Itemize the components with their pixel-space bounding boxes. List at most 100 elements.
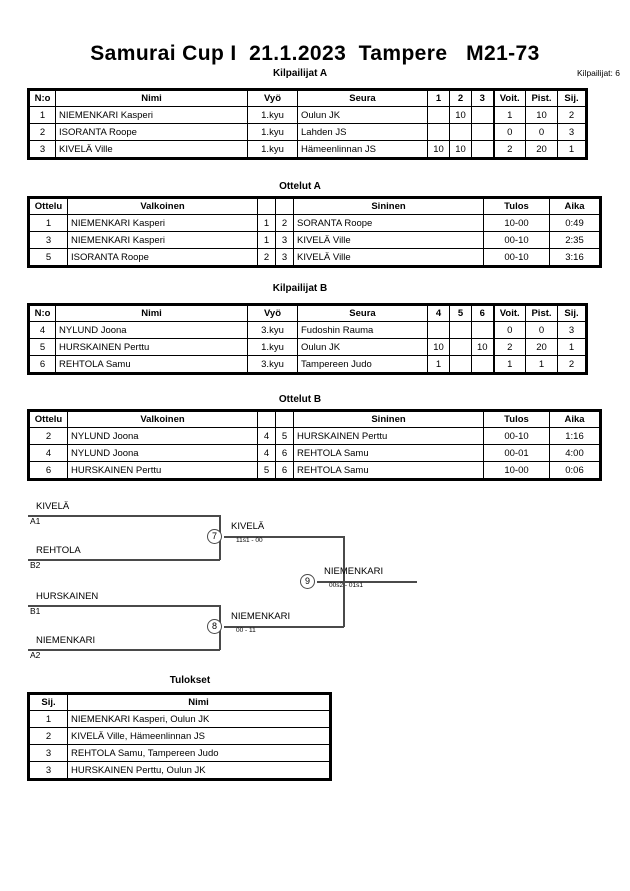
cell-time: 0:49	[549, 214, 600, 232]
cell-no: 3	[29, 140, 56, 158]
cell-blue: HURSKAINEN Perttu	[293, 427, 484, 445]
table-header-row: N:o Nimi Vyö Seura 4 5 6 Voit. Pist. Sij…	[29, 305, 586, 322]
cell-no: 4	[29, 321, 56, 339]
results-caption: Tulokset	[169, 675, 211, 686]
cell-m6: 10	[471, 338, 494, 356]
cell-white-no: 2	[257, 248, 276, 266]
col-m6: 6	[471, 305, 494, 322]
cell-match: 6	[29, 461, 68, 479]
col-white: Valkoinen	[67, 198, 258, 215]
cell-belt: 1.kyu	[247, 338, 298, 356]
cell-m2: 10	[449, 106, 472, 124]
cell-time: 1:16	[549, 427, 600, 445]
cell-wins: 0	[492, 321, 526, 339]
matches-a-table-box: Ottelu Valkoinen Sininen Tulos Aika 1 NI…	[27, 196, 602, 268]
table-header-row: N:o Nimi Vyö Seura 1 2 3 Voit. Pist. Sij…	[29, 90, 586, 107]
col-m4: 4	[427, 305, 450, 322]
cell-name: REHTOLA Samu	[55, 355, 248, 373]
cell-name: REHTOLA Samu, Tampereen Judo	[67, 744, 330, 762]
col-name: Nimi	[55, 305, 248, 322]
col-m1: 1	[427, 90, 450, 107]
cell-points: 10	[525, 106, 558, 124]
bracket-final-score: 00s2 - 01s1	[329, 582, 363, 589]
cell-name: KIVELÄ Ville	[55, 140, 248, 158]
pool-b-table-box: N:o Nimi Vyö Seura 4 5 6 Voit. Pist. Sij…	[27, 303, 588, 375]
col-match: Ottelu	[29, 198, 68, 215]
col-name: Nimi	[55, 90, 248, 107]
cell-m3	[471, 140, 494, 158]
cell-white-no: 4	[257, 444, 276, 462]
col-time: Aika	[549, 411, 600, 428]
cell-m1	[427, 106, 450, 124]
cell-name: HURSKAINEN Perttu, Oulun JK	[67, 761, 330, 779]
cell-no: 5	[29, 338, 56, 356]
col-rank: Sij.	[557, 305, 586, 322]
cell-m2: 10	[449, 140, 472, 158]
cell-white: ISORANTA Roope	[67, 248, 258, 266]
cell-belt: 1.kyu	[247, 123, 298, 141]
table-header-row: Ottelu Valkoinen Sininen Tulos Aika	[29, 198, 600, 215]
cell-blue: REHTOLA Samu	[293, 444, 484, 462]
col-white: Valkoinen	[67, 411, 258, 428]
cell-m3	[471, 106, 494, 124]
cell-m1: 10	[427, 140, 450, 158]
cell-white-no: 1	[257, 231, 276, 249]
bracket-entry-seed: B1	[30, 606, 41, 616]
cell-white-no: 5	[257, 461, 276, 479]
bracket-connector	[28, 649, 220, 651]
cell-name: NIEMENKARI Kasperi, Oulun JK	[67, 710, 330, 728]
col-blue: Sininen	[293, 411, 484, 428]
col-white-no	[257, 198, 276, 215]
col-club: Seura	[297, 90, 428, 107]
bracket-connector	[224, 536, 344, 538]
col-blue: Sininen	[293, 198, 484, 215]
cell-wins: 1	[492, 106, 526, 124]
col-m3: 3	[471, 90, 494, 107]
table-row: 5 ISORANTA Roope 2 3 KIVELÄ Ville 00-10 …	[29, 248, 600, 266]
pool-a-caption: Kilpailijat A	[272, 68, 328, 79]
table-header-row: Sij. Nimi	[29, 694, 330, 711]
entrant-count-label: Kilpailijat: 6	[577, 68, 620, 78]
cell-wins: 0	[492, 123, 526, 141]
cell-club: Oulun JK	[297, 106, 428, 124]
cell-match: 5	[29, 248, 68, 266]
cell-white: NIEMENKARI Kasperi	[67, 214, 258, 232]
table-row: 4 NYLUND Joona 4 6 REHTOLA Samu 00-01 4:…	[29, 444, 600, 462]
cell-name: KIVELÄ Ville, Hämeenlinnan JS	[67, 727, 330, 745]
cell-name: NIEMENKARI Kasperi	[55, 106, 248, 124]
cell-match: 2	[29, 427, 68, 445]
cell-m3	[471, 123, 494, 141]
cell-name: HURSKAINEN Perttu	[55, 338, 248, 356]
cell-rank: 1	[557, 338, 586, 356]
pool-a-table: N:o Nimi Vyö Seura 1 2 3 Voit. Pist. Sij…	[29, 90, 586, 158]
cell-time: 3:16	[549, 248, 600, 266]
cell-belt: 3.kyu	[247, 355, 298, 373]
col-m2: 2	[449, 90, 472, 107]
cell-club: Hämeenlinnan JS	[297, 140, 428, 158]
cell-wins: 2	[492, 140, 526, 158]
cell-result: 10-00	[483, 461, 550, 479]
bracket-entry-name: NIEMENKARI	[36, 635, 96, 646]
cell-name: NYLUND Joona	[55, 321, 248, 339]
cell-rank: 1	[29, 710, 68, 728]
cell-blue-no: 5	[275, 427, 294, 445]
cell-blue: REHTOLA Samu	[293, 461, 484, 479]
cell-points: 0	[525, 321, 558, 339]
col-result: Tulos	[483, 411, 550, 428]
table-row: 1 NIEMENKARI Kasperi 1 2 SORANTA Roope 1…	[29, 214, 600, 232]
bracket-connector	[28, 605, 220, 607]
col-club: Seura	[297, 305, 428, 322]
table-row: 3 REHTOLA Samu, Tampereen Judo	[29, 744, 330, 762]
col-blue-no	[275, 411, 294, 428]
cell-wins: 2	[492, 338, 526, 356]
results-table-box: Sij. Nimi 1 NIEMENKARI Kasperi, Oulun JK…	[27, 692, 332, 781]
table-row: 2 ISORANTA Roope 1.kyu Lahden JS 0 0 3	[29, 123, 586, 141]
cell-no: 1	[29, 106, 56, 124]
bracket-connector	[317, 581, 417, 583]
table-row: 3 HURSKAINEN Perttu, Oulun JK	[29, 761, 330, 779]
bracket-entry-name: HURSKAINEN	[36, 591, 99, 602]
col-name: Nimi	[67, 694, 330, 711]
col-m5: 5	[449, 305, 472, 322]
cell-belt: 1.kyu	[247, 106, 298, 124]
matches-b-table: Ottelu Valkoinen Sininen Tulos Aika 2 NY…	[29, 411, 600, 479]
